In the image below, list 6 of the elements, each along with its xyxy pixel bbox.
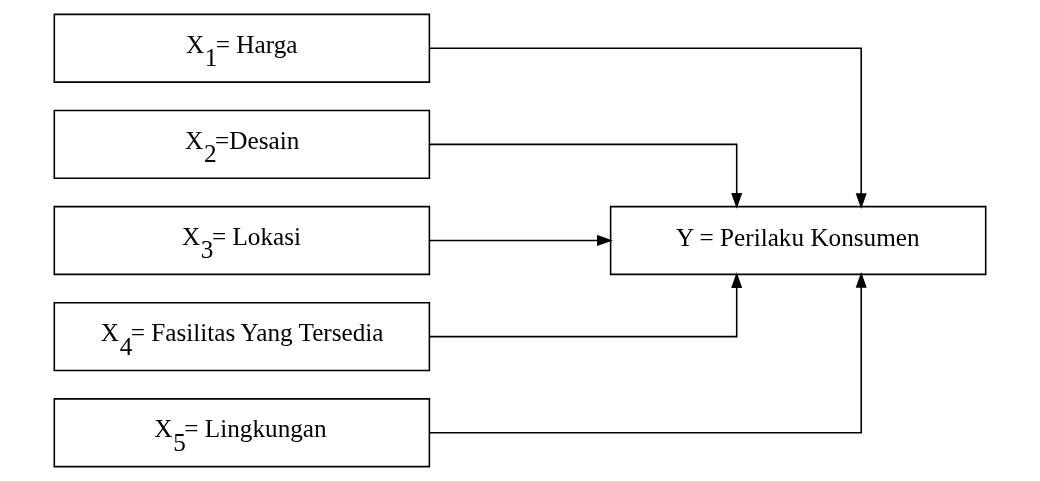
arrow [428, 143, 743, 209]
node-box: Y = Perilaku Konsumen [609, 205, 987, 276]
arrow [428, 234, 613, 247]
arrow [429, 47, 867, 209]
arrow [428, 272, 743, 338]
arrow [429, 272, 867, 434]
